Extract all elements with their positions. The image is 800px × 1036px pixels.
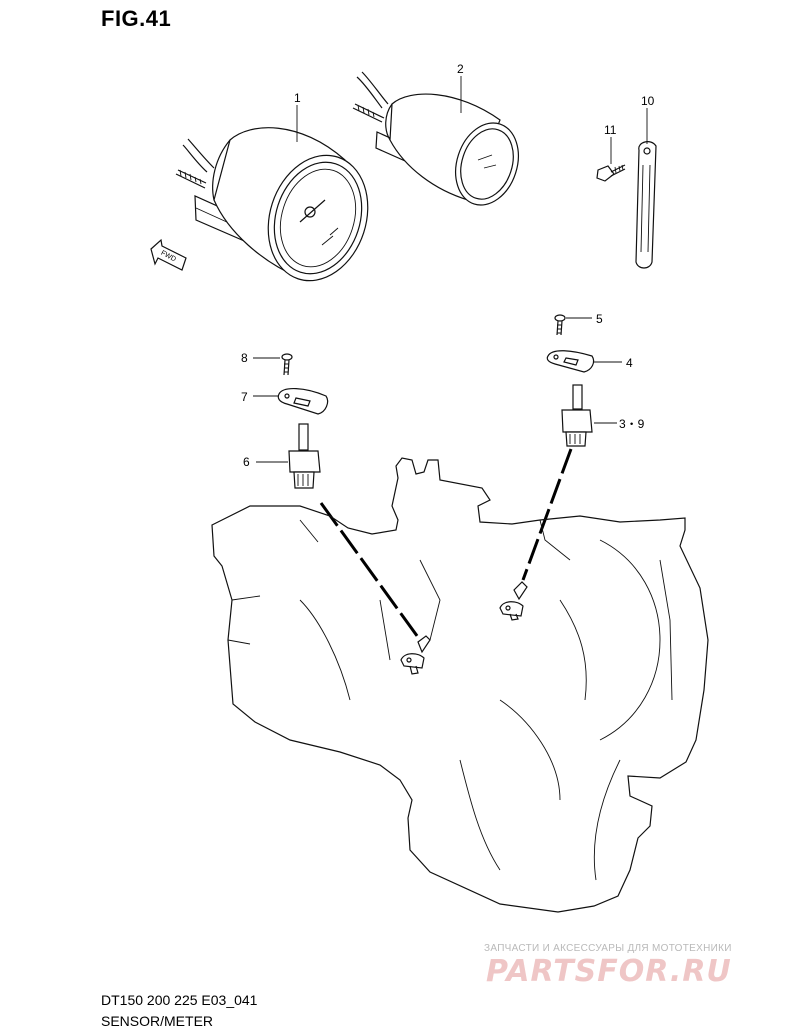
watermark-tagline: ЗАПЧАСТИ И АКСЕССУАРЫ ДЛЯ МОТОТЕХНИКИ bbox=[484, 943, 732, 954]
callout-7: 7 bbox=[241, 390, 248, 404]
part-1-meter-large bbox=[175, 105, 369, 282]
diagram-title: SENSOR/METER bbox=[101, 1013, 214, 1029]
callout-4: 4 bbox=[626, 356, 633, 370]
callout-6: 6 bbox=[243, 455, 250, 469]
part-7-plate bbox=[253, 388, 329, 415]
installed-sensor-left bbox=[400, 635, 431, 675]
part-8-screw bbox=[253, 353, 293, 376]
part-2-meter-small bbox=[352, 71, 519, 206]
part-5-screw bbox=[554, 314, 592, 336]
watermark-logo: PARTSFOR.RU bbox=[486, 954, 732, 989]
part-11-bolt bbox=[596, 137, 626, 182]
engine-block-outline bbox=[211, 457, 709, 913]
callout-3-9: 3・9 bbox=[619, 417, 645, 431]
part-10-bracket bbox=[635, 108, 657, 269]
part-4-plate bbox=[546, 350, 622, 373]
callout-8: 8 bbox=[241, 351, 248, 365]
diagram-code: DT150 200 225 E03_041 bbox=[101, 992, 258, 1008]
callout-2: 2 bbox=[457, 62, 464, 76]
installed-sensor-right bbox=[499, 581, 528, 621]
callout-10: 10 bbox=[641, 94, 655, 108]
part-3-9-sensor bbox=[521, 384, 617, 581]
fwd-arrow-icon bbox=[150, 238, 187, 271]
part-6-sensor bbox=[256, 423, 422, 641]
callout-5: 5 bbox=[596, 312, 603, 326]
callout-11: 11 bbox=[604, 123, 617, 137]
callout-1: 1 bbox=[294, 91, 301, 105]
figure-title: FIG.41 bbox=[101, 6, 172, 31]
